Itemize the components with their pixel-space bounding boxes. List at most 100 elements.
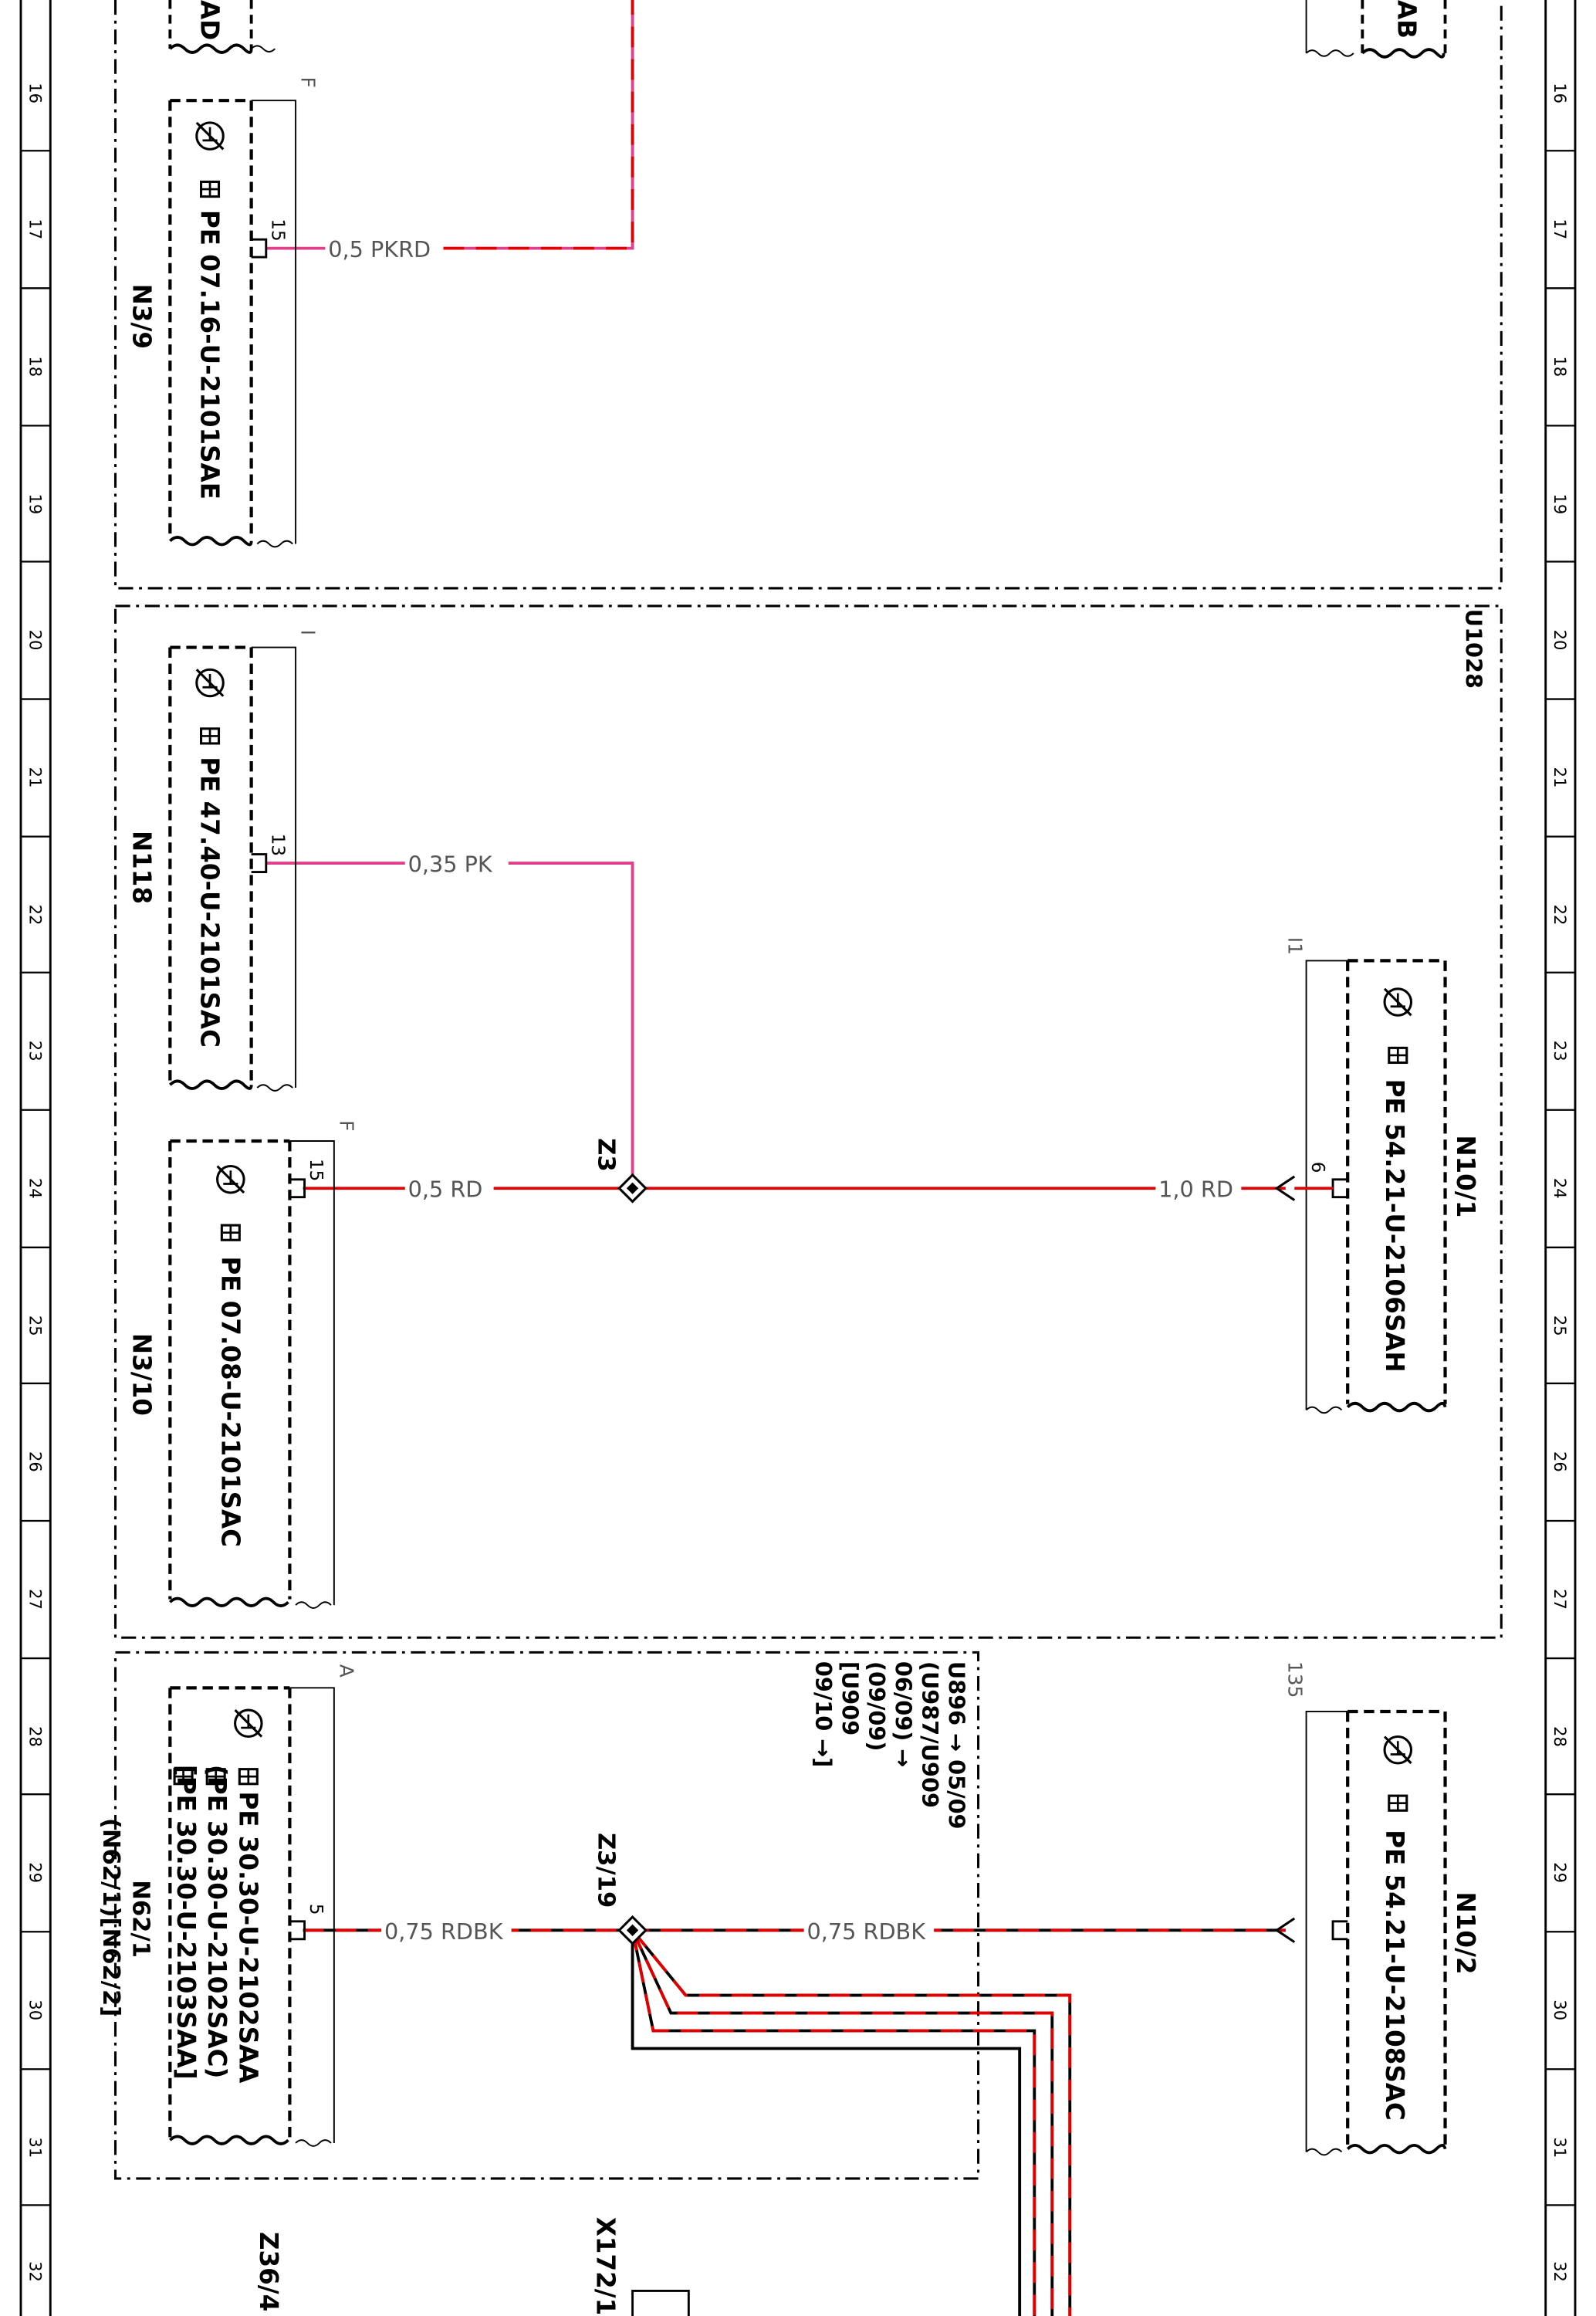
top-stub-left: AD xyxy=(168,0,276,54)
top-stub-right: AB xyxy=(1305,0,1447,59)
left-ruler xyxy=(19,0,52,2316)
module-n10-2 xyxy=(1274,1709,1447,2156)
group-frame-u1028 xyxy=(113,604,1503,1639)
splice-label-z3: Z3 xyxy=(593,1138,620,1172)
ruler-number-right: 29 xyxy=(1550,1862,1570,1883)
splice-z3-19 xyxy=(617,1915,648,1945)
wire-pk xyxy=(265,862,634,1177)
ruler-numbers: 16 17 18 19 20 21 22 23 24 25 26 27 28 2… xyxy=(25,83,1570,2282)
pin-n3-9: 15 xyxy=(267,218,287,241)
connector-n10-2: 135 xyxy=(1284,1661,1307,1698)
ruler-number-right: 19 xyxy=(1550,493,1570,514)
connector-n118: I xyxy=(297,630,320,635)
pin-n10-1: 6 xyxy=(1307,1162,1327,1173)
pin-n62-1: 5 xyxy=(306,1904,326,1915)
label-z36: Z36/4 xyxy=(254,2232,283,2311)
ruler-number-right: 27 xyxy=(1550,1589,1570,1610)
note-line: (09/09) xyxy=(864,1661,890,1752)
module-code-n10-1: N10/1 xyxy=(1451,1135,1480,1217)
ruler-number-left: 24 xyxy=(25,1178,45,1199)
label-x172: X172/1 xyxy=(591,2217,620,2316)
ruler-number-left: 17 xyxy=(25,218,45,239)
ruler-number-left: 27 xyxy=(25,1589,45,1610)
connector-n3-9: F xyxy=(297,77,320,88)
module-n10-1 xyxy=(1274,959,1447,1414)
ruler-number-left: 25 xyxy=(25,1315,45,1336)
ruler-number-right: 23 xyxy=(1550,1041,1570,1062)
reference-notes: U896 → 05/09 (U987/U909 06/09) → (09/09)… xyxy=(810,1661,969,1830)
splice-z3 xyxy=(617,1173,648,1204)
note-line: 09/10 →] xyxy=(810,1661,837,1768)
ruler-number-right: 17 xyxy=(1550,218,1570,239)
connector-x172 xyxy=(631,2290,690,2316)
top-stub-left-label: AD xyxy=(195,0,225,40)
ruler-number-left: 18 xyxy=(25,356,45,377)
wire-label-rdbk-a: 0,75 RDBK xyxy=(384,1918,504,1945)
note-line: (U987/U909 xyxy=(917,1661,943,1808)
ruler-number-right: 26 xyxy=(1550,1451,1570,1472)
module-n3-9 xyxy=(168,99,297,548)
ruler-number-right: 22 xyxy=(1550,905,1570,926)
wire-bundle xyxy=(631,1929,1072,2316)
ruler-number-left: 30 xyxy=(25,1999,45,2020)
wire-label-rd-b: 1,0 RD xyxy=(1158,1177,1233,1203)
ruler-number-left: 32 xyxy=(25,2261,45,2282)
ruler-number-right: 25 xyxy=(1550,1315,1570,1336)
connector-n62-1: A xyxy=(336,1664,358,1678)
wire-pkrd xyxy=(265,0,634,250)
module-code-n62-1: N62/1 xyxy=(127,1880,154,1958)
module-ref-n3-9: PE 07.16-U-2101SAE xyxy=(195,210,225,499)
ruler-number-right: 31 xyxy=(1550,2137,1570,2158)
note-line: [U909 xyxy=(837,1661,863,1735)
module-code-n118: N118 xyxy=(127,831,156,904)
module-ref-n10-2: PE 54.21-U-2108SAC xyxy=(1380,1830,1409,2121)
ruler-number-left: 21 xyxy=(25,767,45,788)
ruler-number-left: 22 xyxy=(25,905,45,926)
splice-label-z3-19: Z3/19 xyxy=(593,1833,620,1908)
module-ref-n62-1-c: [PE 30.30-U-2103SAA] xyxy=(171,1765,201,2080)
group-label-u1028: U1028 xyxy=(1460,609,1486,689)
module-code-n10-2: N10/2 xyxy=(1451,1892,1480,1975)
ruler-number-left: 29 xyxy=(25,1862,45,1883)
ruler-number-right: 18 xyxy=(1550,356,1570,377)
ruler-number-right: 16 xyxy=(1550,83,1570,103)
connector-n3-10: F xyxy=(336,1120,358,1131)
ruler-number-right: 24 xyxy=(1550,1178,1570,1199)
module-n3-10 xyxy=(168,1139,335,1609)
ruler-number-right: 28 xyxy=(1550,1726,1570,1747)
ruler-number-left: 19 xyxy=(25,493,45,514)
wire-label-pkrd: 0,5 PKRD xyxy=(328,236,431,262)
group-frame-top xyxy=(113,0,1503,590)
module-n118 xyxy=(168,645,297,1092)
note-line: U896 → 05/09 xyxy=(943,1661,969,1830)
group-frame-n62 xyxy=(113,1651,980,2180)
pin-n3-10: 15 xyxy=(306,1159,326,1181)
module-ref-n62-1-a: PE 30.30-U-2102SAA xyxy=(233,1791,262,2084)
ruler-number-right: 21 xyxy=(1550,767,1570,788)
wire-label-rdbk-b: 0,75 RDBK xyxy=(806,1918,926,1945)
top-stub-right-label: AB xyxy=(1391,0,1421,39)
right-ruler xyxy=(1544,0,1577,2316)
module-ref-n118: PE 47.40-U-2101SAC xyxy=(195,757,225,1048)
ruler-number-left: 28 xyxy=(25,1726,45,1747)
pin-n118: 13 xyxy=(267,834,287,856)
module-n62-1 xyxy=(168,1686,335,2147)
module-ref-n62-1-b: (PE 30.30-U-2102SAC) xyxy=(202,1765,232,2078)
ruler-number-left: 26 xyxy=(25,1451,45,1472)
ruler-number-left: 20 xyxy=(25,630,45,651)
wire-label-pk: 0,35 PK xyxy=(408,852,493,878)
module-ref-n10-1: PE 54.21-U-2106SAH xyxy=(1380,1079,1409,1373)
ruler-number-right: 30 xyxy=(1550,1999,1570,2020)
wire-label-rd-a: 0,5 RD xyxy=(408,1177,483,1203)
module-ref-n3-10: PE 07.08-U-2101SAC xyxy=(215,1256,245,1547)
ruler-number-right: 20 xyxy=(1550,630,1570,651)
ruler-number-right: 32 xyxy=(1550,2261,1570,2282)
ruler-number-left: 23 xyxy=(25,1041,45,1062)
ruler-number-left: 31 xyxy=(25,2137,45,2158)
module-code-n3-10: N3/10 xyxy=(127,1333,156,1416)
connector-n10-1: I1 xyxy=(1284,937,1307,955)
module-code-n62-1-sub: (N62/1)[N62/2] xyxy=(97,1818,124,2016)
note-line: 06/09) → xyxy=(890,1661,916,1768)
module-code-n3-9: N3/9 xyxy=(127,284,156,349)
